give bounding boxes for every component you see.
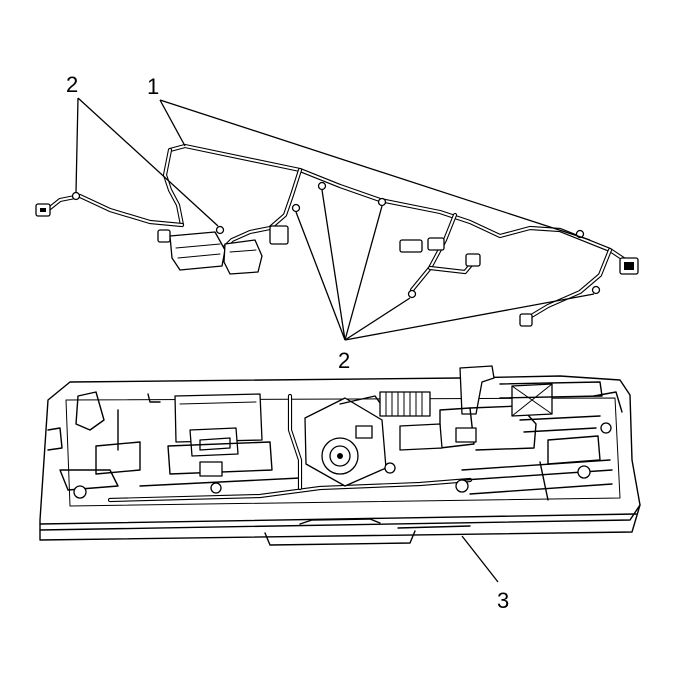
console-module-housing [139, 393, 301, 494]
harness-connector-lower-right [519, 313, 533, 327]
wiring-harness [35, 143, 639, 327]
leader-lines [75, 97, 595, 583]
callout-overhead-console: 3 [497, 588, 509, 613]
overhead-console [39, 365, 641, 546]
harness-clips [71, 181, 601, 299]
harness-connector-mid [399, 237, 481, 267]
console-ribbed-vent [379, 391, 431, 417]
harness-connector-right [619, 257, 639, 275]
callout-harness: 1 [147, 74, 159, 99]
dome-lamp-module [169, 231, 263, 275]
harness-connector-left [35, 203, 51, 217]
callout-clips-bottom: 2 [338, 348, 350, 373]
callout-clips-left: 2 [66, 72, 78, 97]
console-switch-block [399, 405, 613, 501]
console-right-lamp [499, 381, 623, 433]
